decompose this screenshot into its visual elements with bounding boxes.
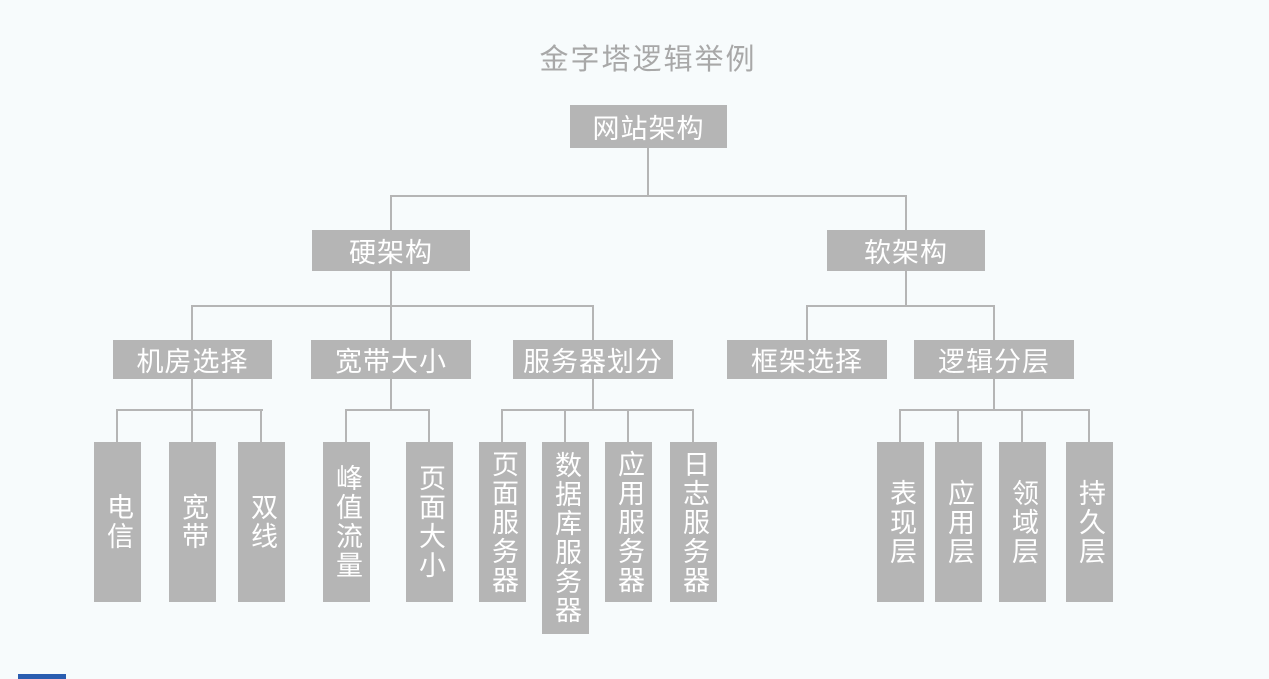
node-server-division: 服务器划分 [513, 340, 673, 379]
connector-stub-layering [993, 305, 995, 340]
leaf-page-server: 页面服务器 [479, 442, 526, 602]
leaf-persistence-layer: 持久层 [1066, 442, 1113, 602]
connector-stub-appserver [627, 409, 629, 442]
leaf-database-server: 数据库服务器 [542, 442, 589, 634]
connector-stub-pageserver [501, 409, 503, 442]
connector-serverdiv-bus [501, 409, 694, 411]
connector-layering-bus [899, 409, 1090, 411]
connector-stub-peak [345, 409, 347, 442]
node-website-architecture: 网站架构 [570, 105, 727, 148]
connector-stub-room [191, 305, 193, 340]
leaf-app-server: 应用服务器 [605, 442, 652, 602]
leaf-application-layer: 应用层 [935, 442, 982, 602]
connector-bandwidth-bus [345, 409, 430, 411]
connector-soft-bus [806, 305, 995, 307]
connector-soft-stem [905, 271, 907, 306]
connector-stub-dualline [260, 409, 262, 442]
connector-root-stem [647, 148, 649, 197]
connector-stub-pagesize [428, 409, 430, 442]
leaf-broadband: 宽带 [169, 442, 216, 602]
leaf-dual-line: 双线 [238, 442, 285, 602]
connector-stub-hard [390, 195, 392, 230]
node-bandwidth-size: 宽带大小 [311, 340, 471, 379]
connector-bandwidth-stem [390, 379, 392, 411]
connector-stub-logserver [692, 409, 694, 442]
connector-stub-framework [806, 305, 808, 340]
connector-stub-dbserver [564, 409, 566, 442]
node-logic-layering: 逻辑分层 [914, 340, 1074, 379]
leaf-telecom: 电信 [94, 442, 141, 602]
connector-layering-stem [993, 379, 995, 411]
leaf-domain-layer: 领域层 [999, 442, 1046, 602]
connector-stub-persistence [1088, 409, 1090, 442]
connector-stub-serverdiv [592, 305, 594, 340]
leaf-page-size: 页面大小 [406, 442, 453, 602]
connector-room-bus [116, 409, 263, 411]
connector-stub-soft [905, 195, 907, 230]
leaf-log-server: 日志服务器 [670, 442, 717, 602]
connector-hard-bus [191, 305, 594, 307]
connector-stub-application [957, 409, 959, 442]
node-hard-architecture: 硬架构 [312, 230, 470, 271]
connector-serverdiv-stem [592, 379, 594, 411]
node-soft-architecture: 软架构 [827, 230, 985, 271]
connector-level1-bus [390, 195, 907, 197]
leaf-presentation-layer: 表现层 [877, 442, 924, 602]
diagram-title: 金字塔逻辑举例 [539, 44, 757, 76]
connector-stub-domain [1021, 409, 1023, 442]
connector-stub-telecom [116, 409, 118, 442]
connector-stub-presentation [899, 409, 901, 442]
node-framework-selection: 框架选择 [727, 340, 887, 379]
leaf-peak-traffic: 峰值流量 [323, 442, 370, 602]
node-server-room-selection: 机房选择 [113, 340, 272, 379]
bottom-accent-bar [18, 674, 66, 679]
